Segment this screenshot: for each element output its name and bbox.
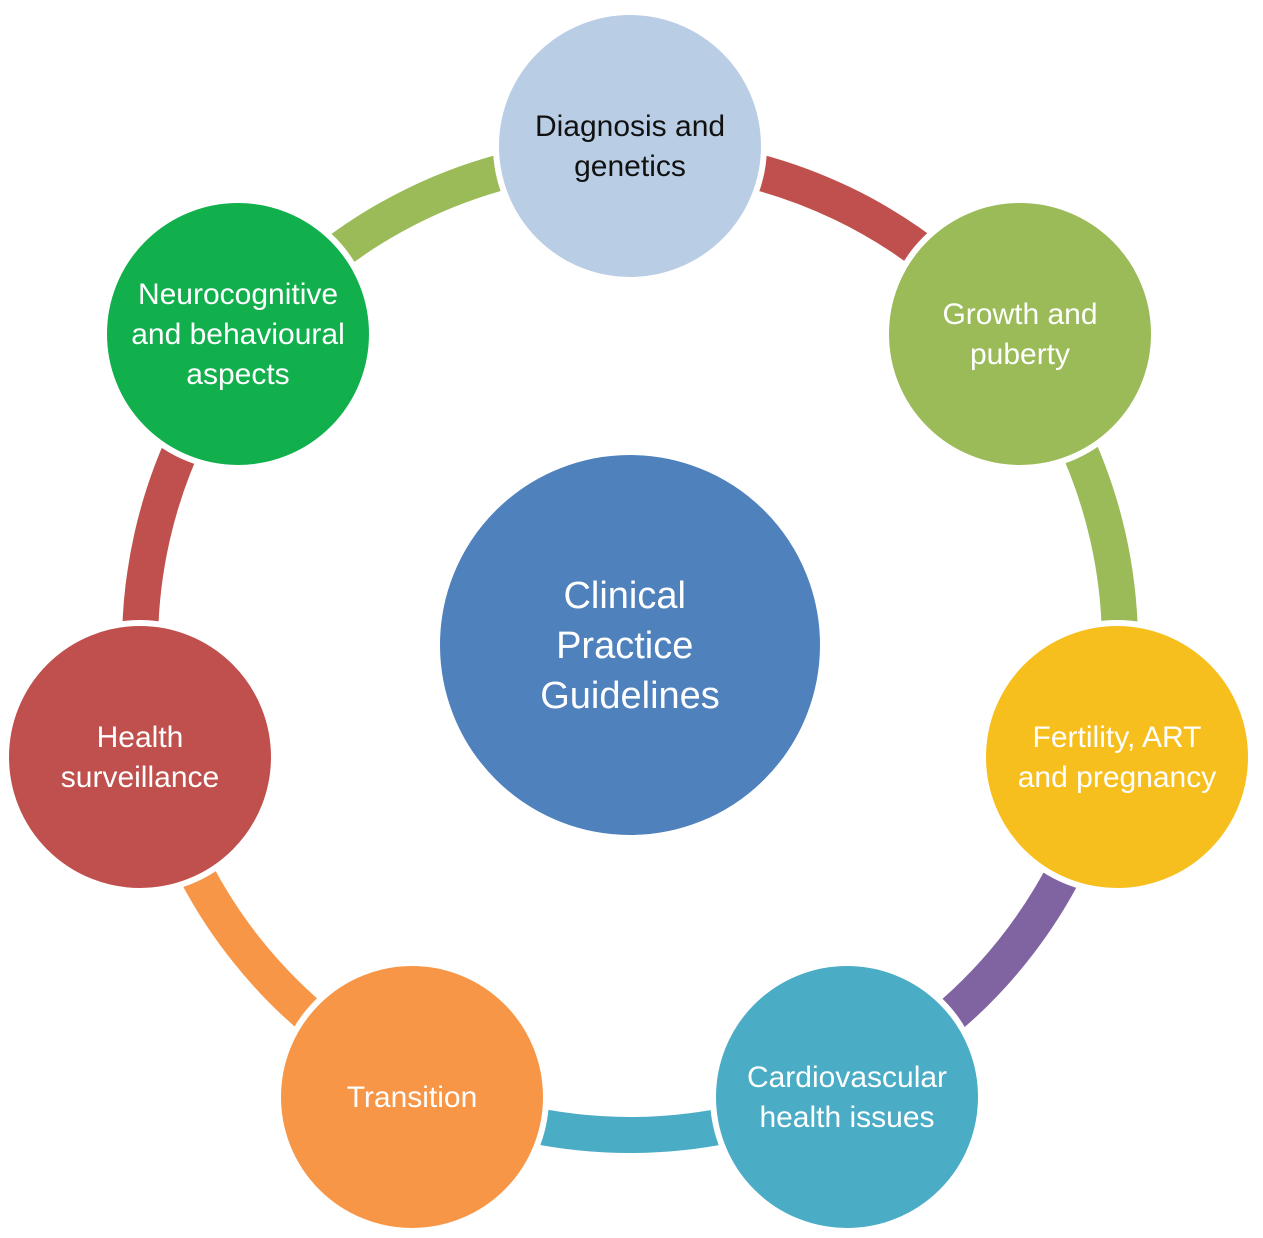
node-circle: [101, 197, 375, 471]
center-node: Clinical Practice Guidelines: [434, 449, 826, 841]
node-cardiovascular-health: Cardiovascular health issues: [710, 960, 984, 1234]
node-label: Transition: [347, 1081, 478, 1114]
center-label-line: Guidelines: [540, 675, 720, 717]
node-label-line: surveillance: [61, 761, 219, 794]
node-circle: [3, 620, 277, 894]
node-circle: [710, 960, 984, 1234]
node-label-line: Growth and: [942, 298, 1097, 331]
node-label: Health surveillance: [61, 721, 219, 794]
center-circle: [434, 449, 826, 841]
node-circle: [493, 9, 767, 283]
node-label-line: and behavioural: [131, 318, 345, 351]
node-health-surveillance: Health surveillance: [3, 620, 277, 894]
center-label-line: Clinical: [563, 575, 685, 617]
node-label-line: Cardiovascular: [747, 1061, 947, 1094]
node-label-line: aspects: [186, 358, 289, 391]
center-label-line: Practice: [556, 625, 693, 667]
node-growth-puberty: Growth and puberty: [883, 197, 1157, 471]
center-label: Clinical Practice Guidelines: [540, 575, 720, 717]
node-circle: [980, 620, 1254, 894]
node-label-line: puberty: [970, 338, 1070, 371]
node-label-line: and pregnancy: [1018, 761, 1217, 794]
node-label: Growth and puberty: [942, 298, 1097, 371]
node-label-line: Neurocognitive: [138, 278, 338, 311]
node-label: Diagnosis and genetics: [535, 110, 725, 183]
node-circle: [275, 960, 549, 1234]
node-label-line: Health: [97, 721, 184, 754]
node-fertility-art-pregnancy: Fertility, ART and pregnancy: [980, 620, 1254, 894]
node-label: Cardiovascular health issues: [747, 1061, 947, 1134]
node-label-line: Fertility, ART: [1033, 721, 1202, 754]
node-label-line: genetics: [574, 150, 686, 183]
node-transition: Transition: [275, 960, 549, 1234]
node-label-line: Diagnosis and: [535, 110, 725, 143]
node-label-line: Transition: [347, 1081, 478, 1114]
node-label: Neurocognitive and behavioural aspects: [131, 278, 345, 391]
node-label-line: health issues: [759, 1101, 934, 1134]
node-label: Fertility, ART and pregnancy: [1018, 721, 1217, 794]
node-circle: [883, 197, 1157, 471]
node-neurocognitive-behavioural: Neurocognitive and behavioural aspects: [101, 197, 375, 471]
node-diagnosis-genetics: Diagnosis and genetics: [493, 9, 767, 283]
